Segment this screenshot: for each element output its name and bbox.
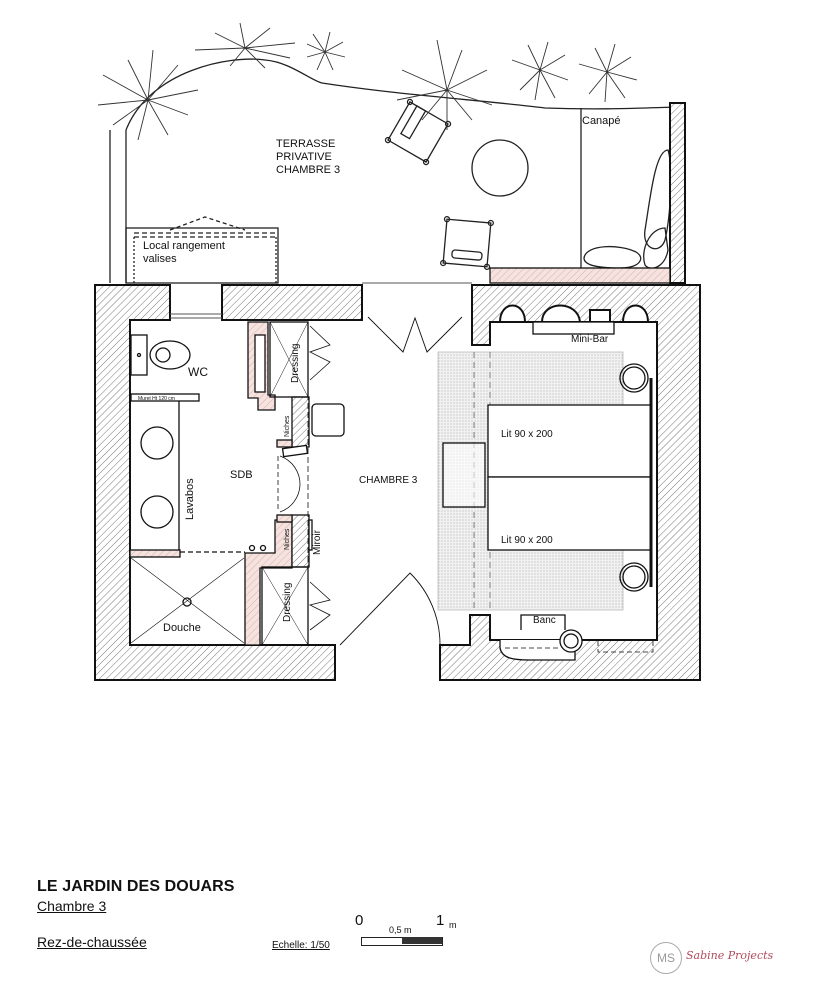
terrace-area [109, 58, 681, 284]
dressing-bottom-label: Dressing [282, 583, 293, 622]
scale-bar-graphic [361, 937, 443, 946]
terrace-label-1: TERRASSE [276, 138, 335, 150]
title-block: LE JARDIN DES DOUARS Chambre 3 [37, 878, 235, 914]
room-subtitle: Chambre 3 [37, 898, 107, 914]
storage-label-1: Local rangement [143, 240, 225, 252]
douche-label: Douche [163, 622, 201, 634]
project-title: LE JARDIN DES DOUARS [37, 878, 235, 895]
storage-label-2: valises [143, 253, 177, 265]
partitions [244, 321, 310, 646]
floor-level: Rez-de-chaussée [37, 934, 147, 950]
minibar-label: Mini-Bar [571, 334, 609, 345]
scale-unit: m [449, 920, 457, 930]
bed-bottom-label: Lit 90 x 200 [501, 535, 553, 546]
terrace-label-3: CHAMBRE 3 [276, 164, 340, 176]
chambre-label: CHAMBRE 3 [359, 475, 418, 486]
banc-label: Banc [533, 615, 556, 626]
scale-mid: 0,5 m [389, 925, 412, 935]
room-labels: TERRASSE PRIVATIVE CHAMBRE 3 Local range… [138, 115, 621, 634]
bathroom [129, 334, 267, 644]
wc-label: WC [188, 365, 208, 379]
window [170, 313, 222, 319]
lavabos-label: Lavabos [184, 478, 196, 520]
plant-decor [97, 22, 638, 141]
niches-bottom-label: Niches [284, 528, 291, 550]
scale-end: 1 [436, 912, 445, 929]
niches-top-label: Niches [284, 415, 291, 437]
dressing-top-label: Dressing [290, 344, 301, 383]
miroir-label: Miroir [312, 529, 323, 555]
logo-name: Sabine Projects [686, 949, 774, 962]
logo: MS Sabine Projects [648, 940, 778, 980]
logo-monogram-icon: MS [650, 942, 682, 974]
floor-plan: TERRASSE PRIVATIVE CHAMBRE 3 Local range… [94, 22, 701, 681]
scale-bar: 0 0,5 m 1 m [355, 912, 465, 956]
exterior-walls [94, 102, 701, 681]
bedroom [311, 316, 654, 661]
muret-label: Muret Ht 120 cm [138, 396, 175, 402]
sdb-label: SDB [230, 469, 253, 481]
terrace-label-2: PRIVATIVE [276, 151, 332, 163]
sofa-label: Canapé [582, 115, 621, 127]
bed-top-label: Lit 90 x 200 [501, 429, 553, 440]
dressings [261, 321, 331, 646]
scale-start: 0 [355, 912, 364, 929]
scale-label: Echelle: 1/50 [272, 940, 330, 951]
